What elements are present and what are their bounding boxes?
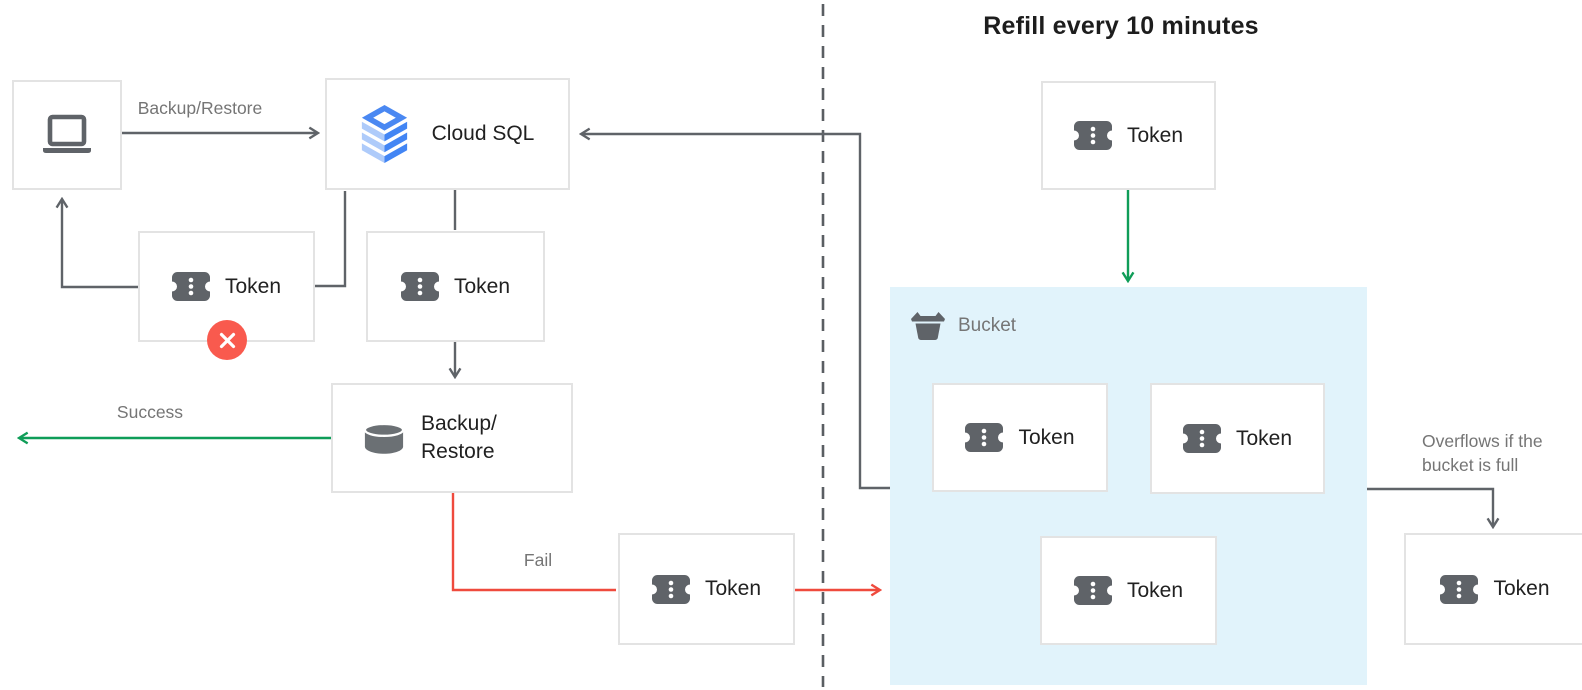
laptop-icon xyxy=(41,114,93,156)
token-label: Token xyxy=(704,577,762,600)
token-node-cloudsql: Token xyxy=(366,231,545,342)
token-icon xyxy=(965,423,1003,452)
success-label: Success xyxy=(116,402,184,422)
token-icon xyxy=(1074,121,1112,150)
token-icon xyxy=(172,272,210,301)
token-label: Token xyxy=(1126,578,1184,602)
token-label: Token xyxy=(224,274,282,298)
token-icon xyxy=(652,575,690,604)
token-label: Token xyxy=(1018,425,1075,449)
token-icon xyxy=(401,272,439,301)
database-icon xyxy=(363,422,405,455)
token-label: Token xyxy=(453,274,511,298)
bucket-label: Bucket xyxy=(958,315,1017,336)
token-node-overflow: Token xyxy=(1404,533,1582,645)
bucket-header: Bucket xyxy=(910,311,1016,341)
token-label: Token xyxy=(1235,426,1293,450)
line-fail xyxy=(451,493,616,592)
arrow-consumed-token-to-client xyxy=(62,199,138,289)
arrow-bucket-overflow xyxy=(1367,487,1493,527)
token-node-bucket-2: Token xyxy=(1150,383,1325,494)
token-icon xyxy=(1440,575,1478,604)
token-node-refill: Token xyxy=(1041,81,1216,190)
error-badge xyxy=(207,320,247,360)
overflow-label: Overflows if the bucket is full xyxy=(1422,431,1543,475)
token-node-bucket-3: Token xyxy=(1040,536,1217,645)
token-icon xyxy=(1183,424,1221,453)
token-node-fail: Token xyxy=(618,533,795,645)
close-icon xyxy=(219,332,235,348)
fail-label: Fail xyxy=(523,550,553,570)
token-label: Token xyxy=(1126,123,1184,147)
cloud-sql-label: Cloud SQL xyxy=(431,122,535,145)
bucket-icon xyxy=(910,311,946,341)
cloud-sql-node: Cloud SQL xyxy=(325,78,570,190)
backup-restore-label: Backup/ Restore xyxy=(421,412,497,463)
cloud-sql-icon xyxy=(361,105,408,164)
refill-title: Refill every 10 minutes xyxy=(983,12,1259,40)
line-consumed-token-to-cloudsql xyxy=(314,191,347,288)
token-node-bucket-1: Token xyxy=(932,383,1108,492)
arrow-bucket-to-cloudsql xyxy=(581,134,890,490)
client-node xyxy=(12,80,122,190)
backup-restore-node: Backup/ Restore xyxy=(331,383,573,493)
token-icon xyxy=(1074,576,1112,605)
backup-restore-arrow-label: Backup/Restore xyxy=(137,98,263,118)
token-label: Token xyxy=(1493,577,1550,600)
